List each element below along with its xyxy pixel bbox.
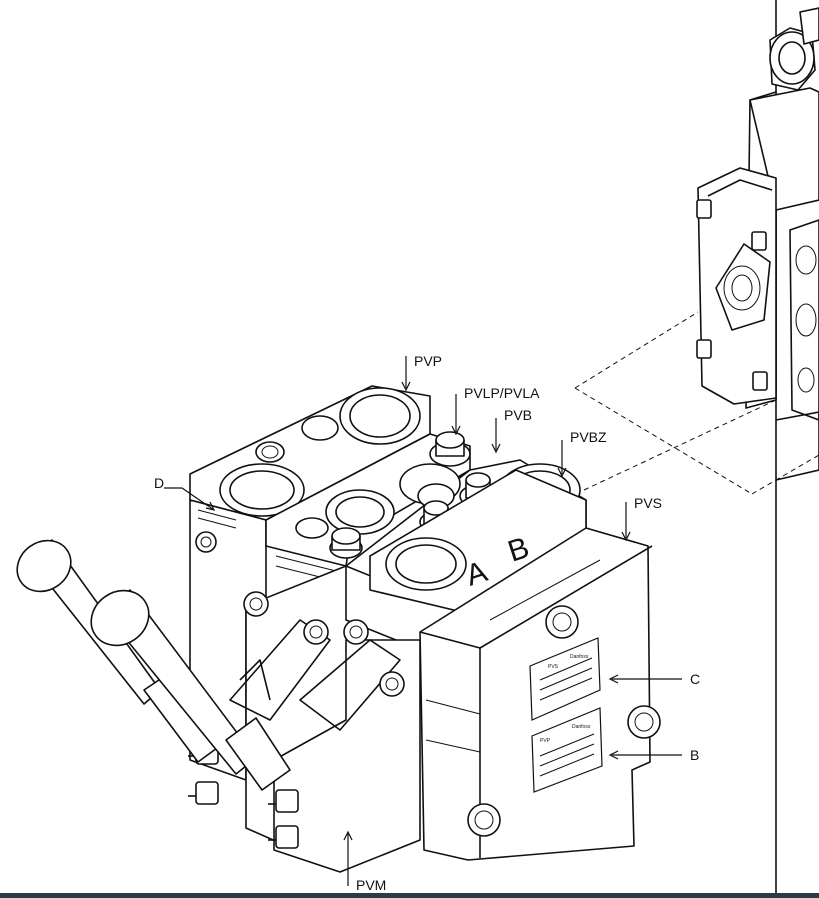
nameplate-lower: PVP Danfoss bbox=[531, 707, 603, 793]
callout-pvp: PVP bbox=[401, 353, 442, 392]
callout-pvbz: PVBZ bbox=[557, 429, 607, 478]
callout-pvlp-pvla: PVLP/PVLA bbox=[451, 385, 540, 436]
nameplate-upper-code: PVS bbox=[548, 664, 559, 670]
callout-pvs: PVS bbox=[621, 495, 662, 542]
bottom-bar bbox=[0, 893, 819, 898]
callout-pvm: PVM bbox=[343, 830, 386, 893]
nameplate-lower-brand: Danfoss bbox=[572, 724, 591, 730]
label-pvp: PVP bbox=[414, 353, 442, 369]
label-pvs: PVS bbox=[634, 495, 662, 511]
valve-block: A B PVS Danfoss PVP Danfoss bbox=[16, 385, 661, 873]
label-c: C bbox=[690, 671, 700, 687]
label-b: B bbox=[690, 747, 699, 763]
control-lever-2 bbox=[90, 589, 291, 791]
callout-d: D bbox=[154, 475, 216, 511]
callout-c: C bbox=[608, 671, 700, 687]
pvs-bolts bbox=[467, 605, 661, 837]
flange-studs bbox=[696, 199, 768, 391]
nameplate-upper-brand: Danfoss bbox=[570, 654, 589, 660]
callout-pvb: PVB bbox=[491, 407, 532, 454]
label-pvb: PVB bbox=[504, 407, 532, 423]
pvlp-fitting bbox=[429, 431, 471, 467]
label-pvm: PVM bbox=[356, 877, 386, 893]
label-pvbz: PVBZ bbox=[570, 429, 607, 445]
cap-fitting bbox=[329, 527, 363, 559]
callout-b: B bbox=[608, 747, 699, 763]
label-pvlp-pvla: PVLP/PVLA bbox=[464, 385, 540, 401]
nameplate-lower-code: PVP bbox=[540, 738, 551, 744]
attached-pump-unit bbox=[696, 7, 819, 481]
mounting-guide-lines bbox=[574, 311, 819, 495]
nameplate-upper: PVS Danfoss bbox=[529, 637, 601, 721]
pvm-actuator-2 bbox=[273, 619, 421, 873]
label-d: D bbox=[154, 475, 164, 491]
